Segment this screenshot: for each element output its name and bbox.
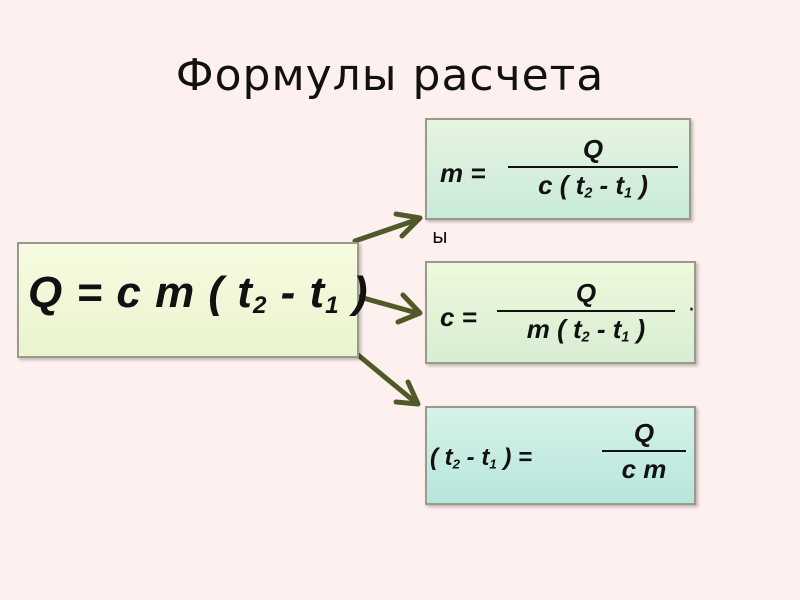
heat-capacity-formula-denominator: m ( t2 - t1 ) bbox=[497, 312, 675, 346]
fraction-bar bbox=[602, 450, 686, 452]
temperature-formula-lhs: ( t2 - t1 ) = bbox=[430, 444, 532, 472]
denominator-subscript: 2 bbox=[581, 329, 590, 346]
denominator-subscript: 2 bbox=[584, 185, 593, 202]
denominator-part: c ( t bbox=[538, 170, 585, 200]
temperature-formula-numerator: Q bbox=[633, 418, 655, 448]
denominator-part: ) bbox=[629, 314, 646, 344]
denominator-subscript: 1 bbox=[624, 185, 632, 202]
denominator-part: - t bbox=[589, 314, 622, 344]
denominator-part: m ( t bbox=[526, 314, 582, 344]
slide-title: Формулы расчета bbox=[175, 50, 605, 101]
main-formula-box bbox=[17, 242, 359, 358]
lhs-subscript: 1 bbox=[489, 456, 497, 472]
temperature-formula-denominator: c m bbox=[621, 454, 667, 484]
mass-formula-lhs: m = bbox=[440, 158, 486, 188]
arrow-to-m-formula bbox=[352, 211, 423, 244]
arrow-to-t-formula bbox=[355, 352, 421, 407]
lhs-part: ) = bbox=[496, 444, 533, 471]
main-formula: Q = c m ( t2 - t1 ) bbox=[28, 268, 369, 320]
mass-formula-denominator: c ( t2 - t1 ) bbox=[508, 168, 678, 202]
lhs-subscript: 2 bbox=[452, 456, 460, 472]
main-formula-subscript: 2 bbox=[252, 292, 268, 320]
temperature-formula-box bbox=[425, 406, 696, 505]
temperature-formula-fraction: Q c m bbox=[602, 416, 686, 486]
mass-formula-numerator: Q bbox=[582, 134, 604, 164]
arrow-to-c-formula bbox=[353, 292, 423, 325]
fraction-bar bbox=[508, 166, 678, 168]
stray-mark: · bbox=[688, 298, 695, 323]
mass-formula-box bbox=[425, 118, 691, 220]
denominator-part: ) bbox=[632, 170, 648, 200]
main-formula-part: - t bbox=[267, 268, 326, 317]
lhs-part: ( t bbox=[430, 444, 453, 471]
heat-capacity-formula-box bbox=[425, 261, 696, 364]
main-formula-subscript: 1 bbox=[325, 292, 340, 320]
heat-capacity-formula-fraction: Q m ( t2 - t1 ) bbox=[497, 276, 675, 346]
mass-formula-fraction: Q c ( t2 - t1 ) bbox=[508, 132, 678, 202]
main-formula-part: Q = c m ( t bbox=[28, 268, 253, 317]
lhs-part: - t bbox=[460, 444, 490, 471]
denominator-part: - t bbox=[592, 170, 625, 200]
fraction-bar bbox=[497, 310, 675, 312]
heat-capacity-formula-numerator: Q bbox=[575, 278, 597, 308]
denominator-subscript: 1 bbox=[621, 329, 630, 346]
heat-capacity-formula-lhs: c = bbox=[440, 302, 477, 332]
main-formula-part: ) bbox=[339, 268, 369, 317]
stray-letter: ы bbox=[432, 224, 448, 248]
